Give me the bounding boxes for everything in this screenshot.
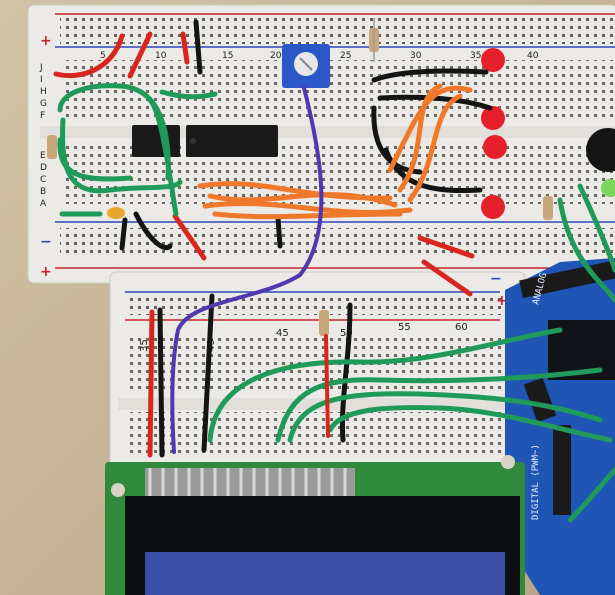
row-letter: B — [40, 187, 46, 197]
row-letter: H — [40, 87, 47, 97]
row-letter: F — [40, 111, 45, 121]
col-num: 55 — [398, 322, 411, 333]
row-letter: E — [40, 151, 46, 161]
col-num: 10 — [155, 51, 167, 61]
col-num: 35 — [139, 339, 150, 352]
col-num: 50 — [340, 328, 353, 339]
led-group — [481, 48, 507, 219]
resistor — [369, 18, 379, 62]
rail-plus-label-2: + — [496, 293, 508, 309]
col-num: 5 — [100, 51, 106, 61]
row-letter: G — [40, 99, 47, 109]
lcd-header-pins — [148, 468, 347, 496]
wire-purple — [170, 86, 324, 454]
rail-plus-label: + — [40, 33, 52, 49]
led-green — [601, 179, 615, 197]
wire-green — [57, 83, 615, 523]
potentiometer — [282, 44, 330, 88]
capacitor — [107, 207, 125, 219]
ic-chip-large — [186, 125, 278, 157]
row-letters-top: J I H G F E D C B A — [39, 63, 47, 209]
col-num: 35 — [470, 51, 481, 61]
col-num: 25 — [340, 51, 351, 61]
col-num: 45 — [276, 328, 289, 339]
col-num: 40 — [527, 51, 539, 61]
arduino-digital-label: DIGITAL (PWM~) — [531, 444, 541, 520]
resistor — [543, 196, 553, 220]
wire-red-2 — [324, 334, 330, 438]
lcd-module — [105, 455, 525, 595]
wire-red — [53, 31, 475, 458]
column-numbers-top: 5 10 15 20 25 30 35 40 — [100, 51, 539, 61]
col-num: 60 — [455, 322, 468, 333]
rail-minus-label-2: − — [490, 271, 502, 287]
resistor — [47, 135, 57, 159]
wire-black — [119, 19, 493, 458]
rail-plus-label-bottom: + — [40, 264, 52, 280]
row-letter: C — [40, 175, 46, 185]
row-letter: J — [39, 63, 43, 73]
col-num: 20 — [270, 51, 282, 61]
col-num: 15 — [222, 51, 233, 61]
ic-chip-small — [132, 125, 180, 157]
buzzer — [586, 128, 615, 172]
col-num: 30 — [410, 51, 422, 61]
row-letter: A — [40, 199, 47, 209]
resistor — [319, 310, 329, 336]
wire-orange — [197, 83, 473, 220]
rail-minus-label: − — [40, 234, 52, 250]
row-letter: I — [40, 75, 43, 85]
row-letter: D — [40, 163, 47, 173]
